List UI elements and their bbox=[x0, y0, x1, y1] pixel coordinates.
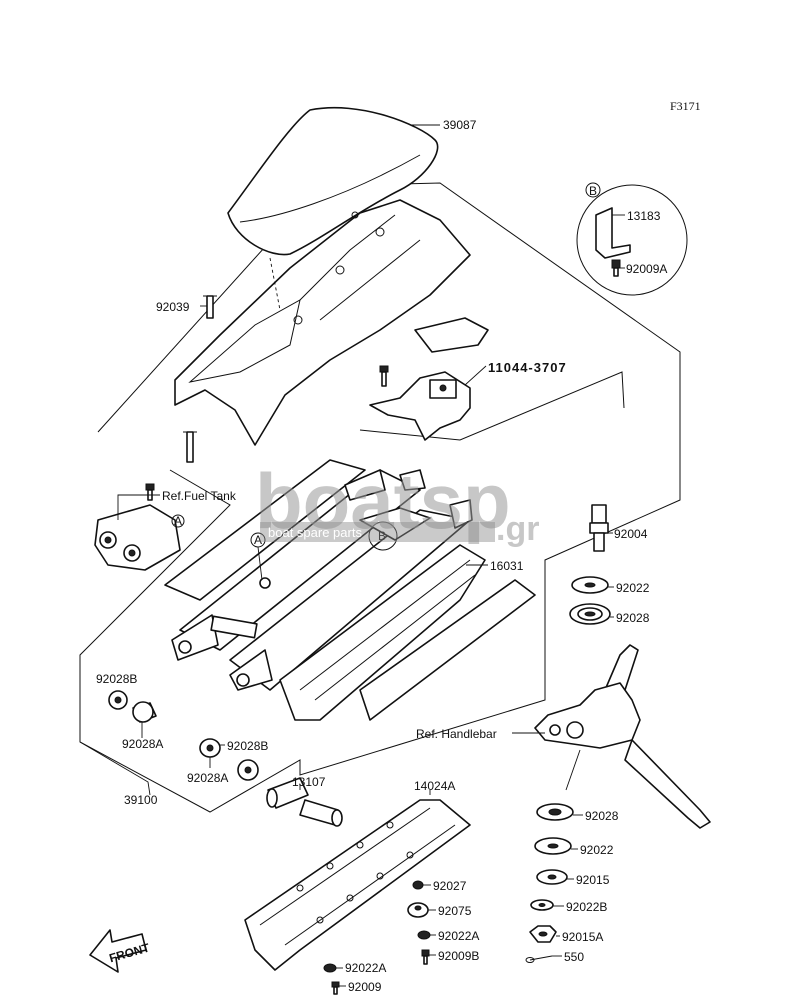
bolt-top[interactable] bbox=[379, 365, 389, 387]
label-92015: 92015 bbox=[576, 873, 610, 887]
label-92028-top: 92028 bbox=[616, 611, 650, 625]
washer-92022-low[interactable] bbox=[534, 837, 572, 855]
washer-92015[interactable] bbox=[536, 869, 568, 885]
bracket-13183[interactable] bbox=[595, 207, 631, 259]
label-13107: 13107 bbox=[292, 775, 326, 789]
bushing-92028A-left[interactable] bbox=[132, 701, 157, 723]
label-92009B: 92009B bbox=[438, 949, 479, 963]
label-92022-top: 92022 bbox=[616, 581, 650, 595]
label-92009: 92009 bbox=[348, 980, 382, 994]
label-92039: 92039 bbox=[156, 300, 190, 314]
callout-a-frame: A bbox=[254, 533, 262, 547]
nut-92027[interactable] bbox=[412, 880, 424, 890]
nut-92015A[interactable] bbox=[529, 925, 557, 943]
fuel-tank-bracket[interactable] bbox=[94, 504, 181, 571]
label-11044-3707: 11044-3707 bbox=[488, 360, 567, 375]
detail-b-circle bbox=[576, 184, 688, 296]
sheet-code: F3171 bbox=[670, 99, 701, 113]
seat-part[interactable] bbox=[227, 106, 439, 256]
label-92028B-left: 92028B bbox=[96, 672, 137, 686]
callout-a-bracket: A bbox=[174, 514, 182, 528]
watermark: boatsp boat spare parts .gr bbox=[255, 457, 539, 548]
label-13183: 13183 bbox=[627, 209, 661, 223]
channel-16031[interactable] bbox=[279, 544, 536, 721]
label-92022-low: 92022 bbox=[580, 843, 614, 857]
label-92009A: 92009A bbox=[626, 262, 667, 276]
label-14024A: 14024A bbox=[414, 779, 455, 793]
label-92028-low: 92028 bbox=[585, 809, 619, 823]
bolt-92009[interactable] bbox=[331, 981, 340, 995]
label-92027: 92027 bbox=[433, 879, 467, 893]
damper-92075[interactable] bbox=[407, 902, 429, 918]
label-550: 550 bbox=[564, 950, 584, 964]
label-39087: 39087 bbox=[443, 118, 477, 132]
main-frame-39100[interactable] bbox=[164, 459, 471, 691]
nut-92022A-mid[interactable] bbox=[417, 930, 431, 940]
group-outline bbox=[79, 182, 681, 813]
label-92028A-mid: 92028A bbox=[187, 771, 228, 785]
pin-lower[interactable] bbox=[183, 431, 197, 463]
label-16031: 16031 bbox=[490, 559, 524, 573]
label-92022A-low: 92022A bbox=[345, 961, 386, 975]
watermark-tagline: boat spare parts bbox=[268, 525, 362, 540]
hood-part[interactable] bbox=[174, 199, 471, 446]
base-plate-14024A[interactable] bbox=[244, 799, 471, 971]
group-outline-inner bbox=[359, 371, 625, 441]
front-arrow-icon bbox=[89, 929, 147, 973]
guide-block[interactable] bbox=[449, 499, 473, 529]
bushing-92028-low[interactable] bbox=[536, 803, 574, 821]
bushing-92028A-mid[interactable] bbox=[237, 759, 259, 781]
bracket-11044[interactable] bbox=[369, 371, 471, 441]
label-92004: 92004 bbox=[614, 527, 648, 541]
bushing-92028B-mid[interactable] bbox=[199, 738, 221, 758]
bolt-92009A[interactable] bbox=[611, 259, 621, 277]
label-ref-fuel-tank: Ref.Fuel Tank bbox=[162, 489, 237, 503]
washer-92022B[interactable] bbox=[530, 899, 554, 911]
bushing-92028B-left[interactable] bbox=[108, 690, 128, 710]
callout-b-detail: B bbox=[589, 184, 597, 198]
label-ref-handlebar: Ref. Handlebar bbox=[416, 727, 497, 741]
pipe-13107[interactable] bbox=[266, 777, 343, 827]
cap-part[interactable] bbox=[414, 317, 489, 353]
bushing-92028-top[interactable] bbox=[569, 603, 611, 625]
cotter-pin-550[interactable] bbox=[525, 955, 553, 963]
nut-92022A-low[interactable] bbox=[323, 963, 337, 973]
bolt-92009B[interactable] bbox=[421, 949, 430, 965]
watermark-suffix: .gr bbox=[496, 510, 539, 548]
watermark-main: boatsp bbox=[255, 457, 511, 545]
label-92015A: 92015A bbox=[562, 930, 603, 944]
label-92022A-mid: 92022A bbox=[438, 929, 479, 943]
handlebar-assembly[interactable] bbox=[534, 644, 711, 829]
bolt-fuel-tank[interactable] bbox=[145, 483, 155, 501]
bolt-92004[interactable] bbox=[589, 504, 609, 552]
label-92075: 92075 bbox=[438, 904, 472, 918]
callout-b-frame: B bbox=[378, 529, 386, 543]
label-39100: 39100 bbox=[124, 793, 158, 807]
label-92028B-mid: 92028B bbox=[227, 739, 268, 753]
label-92028A-left: 92028A bbox=[122, 737, 163, 751]
pin-92039[interactable] bbox=[203, 295, 217, 319]
label-92022B: 92022B bbox=[566, 900, 607, 914]
washer-92022-top[interactable] bbox=[571, 576, 609, 594]
